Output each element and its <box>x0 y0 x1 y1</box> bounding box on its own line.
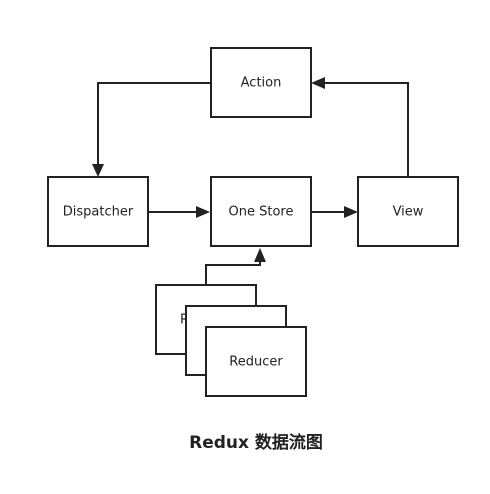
node-dispatcher: Dispatcher <box>47 176 149 247</box>
edge-view-to-action <box>323 82 409 177</box>
arrowhead-store-left <box>196 206 210 218</box>
arrowhead-view <box>344 206 358 218</box>
arrowhead-action <box>311 77 325 89</box>
node-dispatcher-label: Dispatcher <box>63 205 134 220</box>
node-store: One Store <box>210 176 312 247</box>
node-view: View <box>357 176 459 247</box>
node-action: Action <box>210 47 312 118</box>
edge-reducers-to-store <box>205 259 261 285</box>
reducer-front-label: Reducer <box>229 355 283 370</box>
arrowhead-store-bottom <box>254 248 266 262</box>
node-view-label: View <box>393 205 424 220</box>
diagram-caption: Redux 数据流图 <box>189 432 323 453</box>
reducer-back-label: R <box>180 313 189 328</box>
edge-action-to-dispatcher <box>97 82 211 166</box>
arrowhead-dispatcher <box>92 164 104 177</box>
reducer-front: Reducer <box>205 326 307 397</box>
node-store-label: One Store <box>229 205 294 220</box>
reducer-stack: R Reducer <box>155 284 307 397</box>
node-action-label: Action <box>241 76 282 91</box>
